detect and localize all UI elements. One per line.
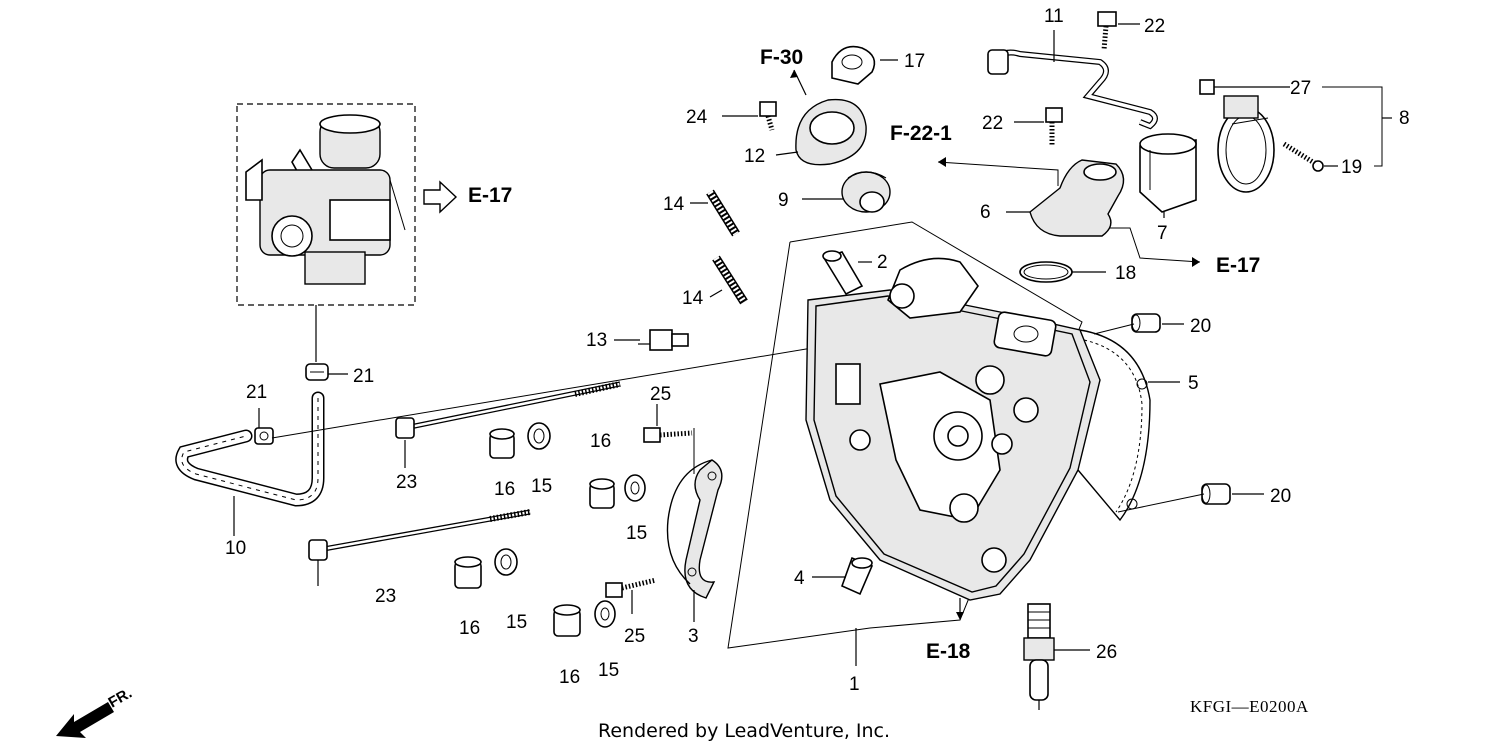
callout-12: 12 (744, 146, 765, 167)
spring-lower[interactable] (712, 255, 748, 305)
pipe-bolt-upper[interactable] (1097, 11, 1117, 51)
callout-25-upper: 25 (650, 384, 671, 405)
reference-labels: E-17 E-17 E-18 F-30 F-22-1 (468, 46, 1260, 663)
callout-2: 2 (877, 252, 888, 273)
ref-e18: E-18 (926, 640, 971, 663)
chain-guide[interactable] (666, 459, 723, 599)
callout-3: 3 (688, 626, 699, 647)
callout-27: 27 (1290, 78, 1311, 99)
collar-lower[interactable] (1201, 483, 1231, 505)
callout-14-lower: 14 (682, 288, 704, 309)
callout-25-lower: 25 (624, 626, 645, 647)
render-credit: Rendered by LeadVenture, Inc. (598, 720, 890, 742)
front-arrow-icon (56, 702, 114, 738)
flange-bolt-upper[interactable] (643, 427, 693, 443)
insulator[interactable] (1139, 133, 1197, 213)
flange-bolt-lower[interactable] (605, 577, 657, 598)
callout-7: 7 (1157, 223, 1168, 244)
carburetor[interactable] (245, 114, 406, 285)
callout-13: 13 (586, 330, 607, 351)
callout-10: 10 (225, 538, 246, 559)
callout-23-upper: 23 (396, 472, 417, 493)
callout-18: 18 (1115, 263, 1136, 284)
callout-16-a: 16 (494, 479, 515, 500)
stud-bolt-upper[interactable] (395, 381, 621, 439)
callout-16-d: 16 (559, 667, 580, 688)
callout-23-lower: 23 (375, 586, 396, 607)
cover-bolt[interactable] (759, 101, 777, 131)
callout-4: 4 (794, 568, 805, 589)
callout-9: 9 (778, 190, 789, 211)
ref-e17-intake: E-17 (1216, 254, 1260, 277)
callout-19: 19 (1341, 157, 1362, 178)
washer-4[interactable] (594, 600, 616, 628)
cap-nut-3[interactable] (454, 556, 482, 589)
o-ring[interactable] (1019, 261, 1073, 283)
callout-26: 26 (1096, 642, 1117, 663)
callout-labels: 1 2 3 4 5 6 7 8 9 10 11 12 13 14 14 15 1… (225, 6, 1410, 695)
cylinder-head[interactable] (805, 257, 1151, 601)
collar-upper[interactable] (1131, 313, 1161, 333)
callout-1: 1 (849, 674, 860, 695)
callout-22-upper: 22 (1144, 16, 1165, 37)
hose-clip-top[interactable] (305, 363, 329, 381)
callout-11: 11 (1044, 6, 1064, 27)
connecting-band[interactable] (1217, 95, 1275, 193)
callout-20-lower: 20 (1270, 486, 1291, 507)
ref-f22-1: F-22-1 (890, 122, 952, 145)
callout-8: 8 (1399, 108, 1410, 129)
callout-16-b: 16 (590, 431, 611, 452)
hose-clip-left[interactable] (254, 427, 274, 445)
callout-20-upper: 20 (1190, 316, 1211, 337)
callout-15-c: 15 (506, 612, 527, 633)
callout-21-right: 21 (353, 366, 374, 387)
spark-plug[interactable] (1023, 603, 1055, 710)
callout-16-c: 16 (459, 618, 480, 639)
spring-upper[interactable] (706, 189, 740, 237)
fuel-hose[interactable] (175, 391, 325, 507)
cap-nut-1[interactable] (489, 428, 515, 459)
carb-arrow (423, 180, 458, 214)
callout-17: 17 (904, 51, 925, 72)
thermostat[interactable] (841, 171, 891, 213)
callout-15-d: 15 (598, 660, 619, 681)
callout-22-lower: 22 (982, 113, 1003, 134)
washer-1[interactable] (527, 422, 551, 450)
intake-pipe[interactable] (1029, 159, 1125, 237)
ref-f30: F-30 (760, 46, 803, 69)
washer-2[interactable] (624, 474, 646, 502)
washer-3[interactable] (494, 548, 518, 576)
callout-21-left: 21 (246, 382, 267, 403)
dowel-pin-upper[interactable] (822, 250, 864, 296)
callout-6: 6 (980, 202, 991, 223)
callout-14-upper: 14 (663, 194, 685, 215)
callout-15-b: 15 (626, 523, 647, 544)
hose-clamp-small[interactable] (831, 45, 876, 85)
callout-24: 24 (686, 107, 708, 128)
callout-15-a: 15 (531, 476, 552, 497)
pipe-bolt-lower[interactable] (1045, 107, 1063, 146)
temp-sensor[interactable] (638, 329, 689, 351)
cap-nut-2[interactable] (589, 478, 615, 509)
band-nut[interactable] (1199, 79, 1215, 95)
band-screw[interactable] (1282, 141, 1324, 172)
breather-pipe[interactable] (987, 49, 1158, 130)
stud-bolt-lower[interactable] (308, 509, 531, 561)
diagram-code: KFGI—E0200A (1190, 697, 1309, 716)
thermostat-cover[interactable] (795, 98, 867, 166)
ref-e17-carburetor: E-17 (468, 184, 512, 207)
cap-nut-4[interactable] (553, 604, 581, 637)
callout-5: 5 (1188, 373, 1199, 394)
dowel-pin-lower[interactable] (840, 556, 874, 596)
